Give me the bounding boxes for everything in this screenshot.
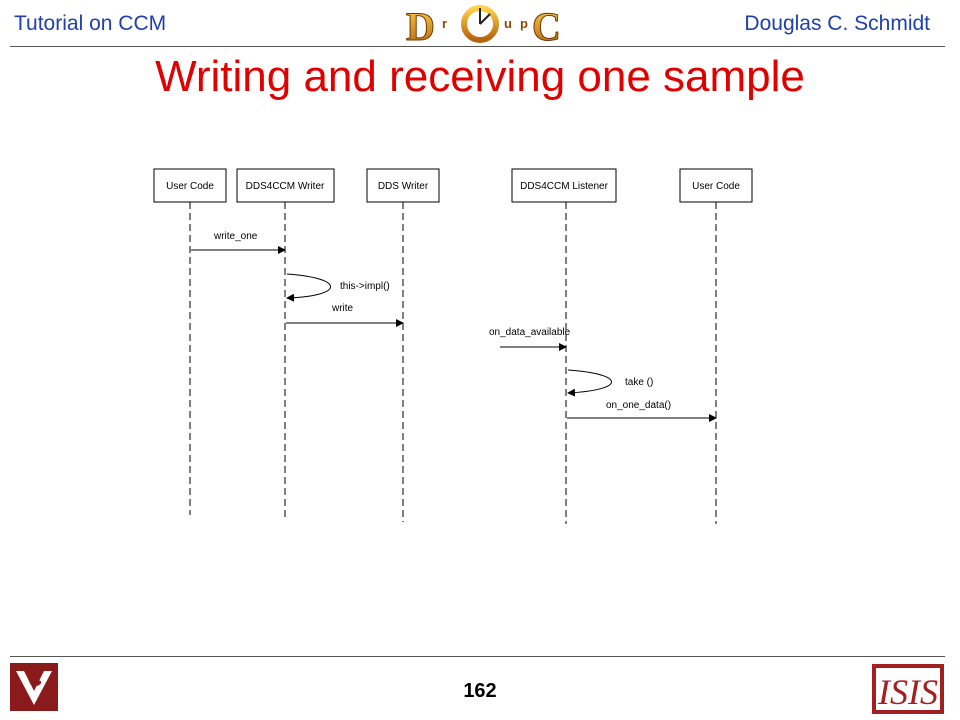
message-on-one-data: on_one_data(): [567, 400, 717, 422]
header-divider: [10, 46, 945, 47]
participant-dds-writer: DDS Writer: [366, 168, 440, 522]
participant-label: User Code: [692, 181, 740, 192]
participant-label: DDS4CCM Listener: [520, 181, 608, 192]
isis-logo: ISIS: [872, 664, 944, 714]
participant-label: User Code: [166, 181, 214, 192]
self-call-arrow: [567, 369, 612, 397]
participant-dds4ccm-listener: DDS4CCM Listener: [511, 168, 617, 524]
message-write: write: [286, 303, 404, 327]
doc-group-logo: D r u p C: [406, 4, 560, 46]
logo-letter-c: C: [532, 4, 559, 46]
header-right-author: Douglas C. Schmidt: [744, 12, 930, 35]
footer-divider: [10, 656, 945, 657]
message-label: on_one_data(): [606, 400, 671, 411]
svg-text:ISIS: ISIS: [877, 672, 938, 712]
message-take: take (): [567, 369, 653, 397]
logo-letter-u: u: [504, 16, 512, 31]
participant-dds4ccm-writer: DDS4CCM Writer: [236, 168, 335, 520]
message-label: write: [331, 303, 354, 314]
message-label: this->impl(): [340, 281, 390, 292]
vanderbilt-logo: [10, 663, 58, 711]
message-this-impl: this->impl(): [286, 273, 390, 302]
participant-label: DDS Writer: [378, 181, 429, 192]
message-on-data-available: on_data_available: [489, 327, 571, 351]
message-write-one: write_one: [191, 231, 286, 254]
participant-user-code-right: User Code: [679, 168, 753, 524]
participant-label: DDS4CCM Writer: [246, 181, 325, 192]
message-label: on_data_available: [489, 327, 571, 338]
self-call-arrow: [286, 273, 331, 302]
logo-letter-r: r: [442, 16, 447, 31]
slide-title: Writing and receiving one sample: [155, 52, 805, 101]
logo-letter-p: p: [520, 16, 528, 31]
participant-user-code-left: User Code: [153, 168, 227, 515]
page-number: 162: [463, 680, 497, 702]
message-label: take (): [625, 377, 653, 388]
message-label: write_one: [213, 231, 258, 242]
header-left-title: Tutorial on CCM: [14, 12, 167, 35]
logo-letter-d: D: [406, 4, 435, 46]
